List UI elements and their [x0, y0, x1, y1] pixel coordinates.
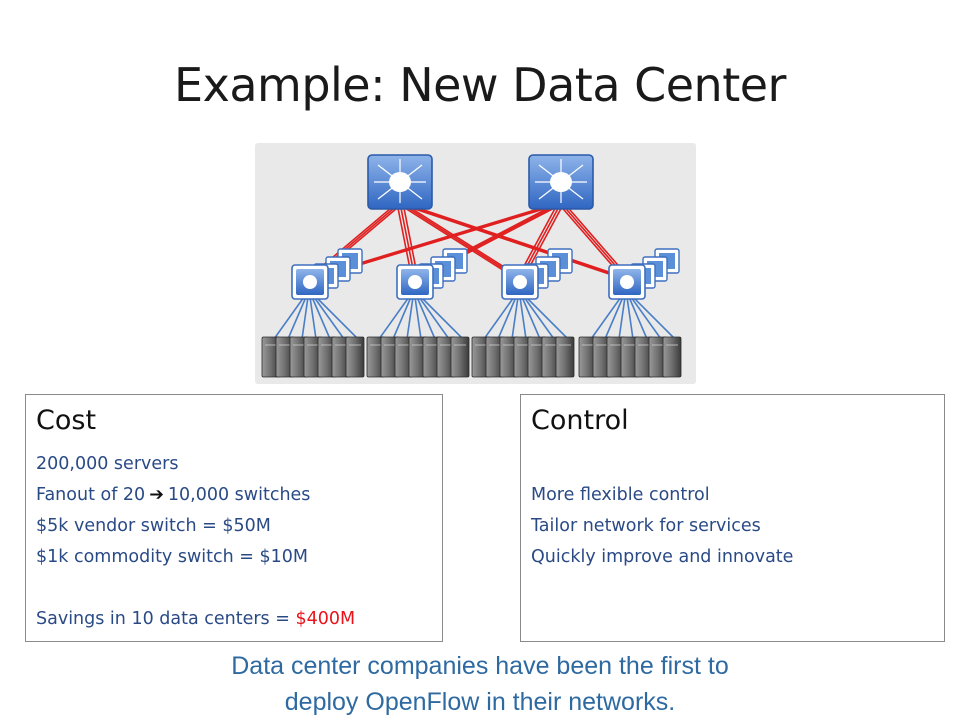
agg-server-link-2-6: [525, 296, 569, 340]
agg-server-link-3-2: [618, 296, 626, 340]
agg-switch-core-0: [303, 275, 317, 289]
core-agg-link-0-3-2: [402, 202, 631, 280]
core-switch-arrow-0-1: [399, 164, 423, 183]
agg-server-link-1-1: [392, 296, 412, 340]
control-box: Control More flexible control Tailor net…: [520, 394, 945, 642]
agg-server-link-0-3: [309, 296, 317, 340]
footer-caption: Data center companies have been the firs…: [0, 648, 960, 720]
agg-server-link-1-6: [420, 296, 464, 340]
control-tailor-line: Tailor network for services: [531, 516, 761, 536]
agg-server-link-3-6: [632, 296, 676, 340]
agg-server-link-3-5: [630, 296, 662, 340]
server-icon-0-6: [345, 336, 365, 378]
agg-server-link-0-5: [313, 296, 345, 340]
agg-server-link-1-0: [378, 296, 410, 340]
server-icon-3-6: [662, 336, 682, 378]
agg-server-link-1-2: [406, 296, 414, 340]
footer-line-1: Data center companies have been the firs…: [231, 652, 729, 680]
footer-line-2: deploy OpenFlow in their networks.: [284, 688, 676, 716]
slide-title: Example: New Data Center: [174, 58, 786, 112]
cost-heading: Cost: [36, 405, 97, 436]
control-heading: Control: [531, 405, 629, 436]
agg-server-link-2-0: [483, 296, 515, 340]
control-innovate-line: Quickly improve and innovate: [531, 547, 794, 567]
cost-savings-amount: $400M: [295, 609, 356, 629]
core-agg-link-0-2-0: [396, 202, 518, 280]
core-agg-link-0-2-1: [399, 202, 521, 280]
core-switch-arrow-1-2: [538, 181, 562, 200]
agg-switch-core-1: [408, 275, 422, 289]
agg-server-link-1-5: [418, 296, 450, 340]
agg-server-link-2-2: [511, 296, 519, 340]
agg-server-link-1-3: [414, 296, 422, 340]
cost-commodity-line: $1k commodity switch = $10M: [36, 547, 309, 567]
agg-server-link-0-2: [301, 296, 309, 340]
agg-server-link-3-1: [604, 296, 624, 340]
core-switch-arrow-0-0: [377, 164, 401, 183]
agg-server-link-3-0: [590, 296, 622, 340]
control-spacer: [531, 449, 934, 480]
agg-server-link-3-4: [628, 296, 648, 340]
core-switch-arrow-1-3: [560, 181, 584, 200]
agg-server-link-2-3: [519, 296, 527, 340]
cost-fanout-line: Fanout of 20➔10,000 switches: [36, 480, 432, 511]
cost-switches-text: 10,000 switches: [167, 485, 311, 505]
cost-box: Cost 200,000 servers Fanout of 20➔10,000…: [25, 394, 443, 642]
cost-servers-line: 200,000 servers: [36, 454, 179, 474]
core-switch-arrow-1-1: [560, 164, 584, 183]
core-switch-arrow-0-3: [399, 181, 423, 200]
network-topology-svg: [261, 154, 682, 378]
control-flexible-line: More flexible control: [531, 485, 710, 505]
cost-savings-line: Savings in 10 data centers = $400M: [36, 604, 432, 635]
agg-server-link-1-4: [416, 296, 436, 340]
core-switch-arrow-1-0: [538, 164, 562, 183]
cost-vendor-line: $5k vendor switch = $50M: [36, 516, 271, 536]
agg-server-link-0-4: [311, 296, 331, 340]
right-arrow-icon: ➔: [149, 485, 164, 505]
agg-switch-core-3: [620, 275, 634, 289]
server-icon-2-6: [555, 336, 575, 378]
agg-switch-core-2: [513, 275, 527, 289]
agg-server-link-2-5: [523, 296, 555, 340]
agg-server-link-2-4: [521, 296, 541, 340]
cost-spacer: [36, 573, 432, 604]
agg-server-link-3-3: [626, 296, 634, 340]
agg-server-link-2-1: [497, 296, 517, 340]
server-icon-1-6: [450, 336, 470, 378]
agg-server-link-0-0: [273, 296, 305, 340]
agg-server-link-0-1: [287, 296, 307, 340]
core-agg-link-0-3-1: [399, 202, 628, 280]
network-diagram: [255, 143, 696, 384]
core-switch-arrow-0-2: [377, 181, 401, 200]
cost-fanout-text: Fanout of 20: [36, 485, 146, 505]
cost-savings-text: Savings in 10 data centers =: [36, 609, 296, 629]
core-agg-link-0-3-0: [396, 202, 625, 280]
agg-server-link-0-6: [315, 296, 359, 340]
